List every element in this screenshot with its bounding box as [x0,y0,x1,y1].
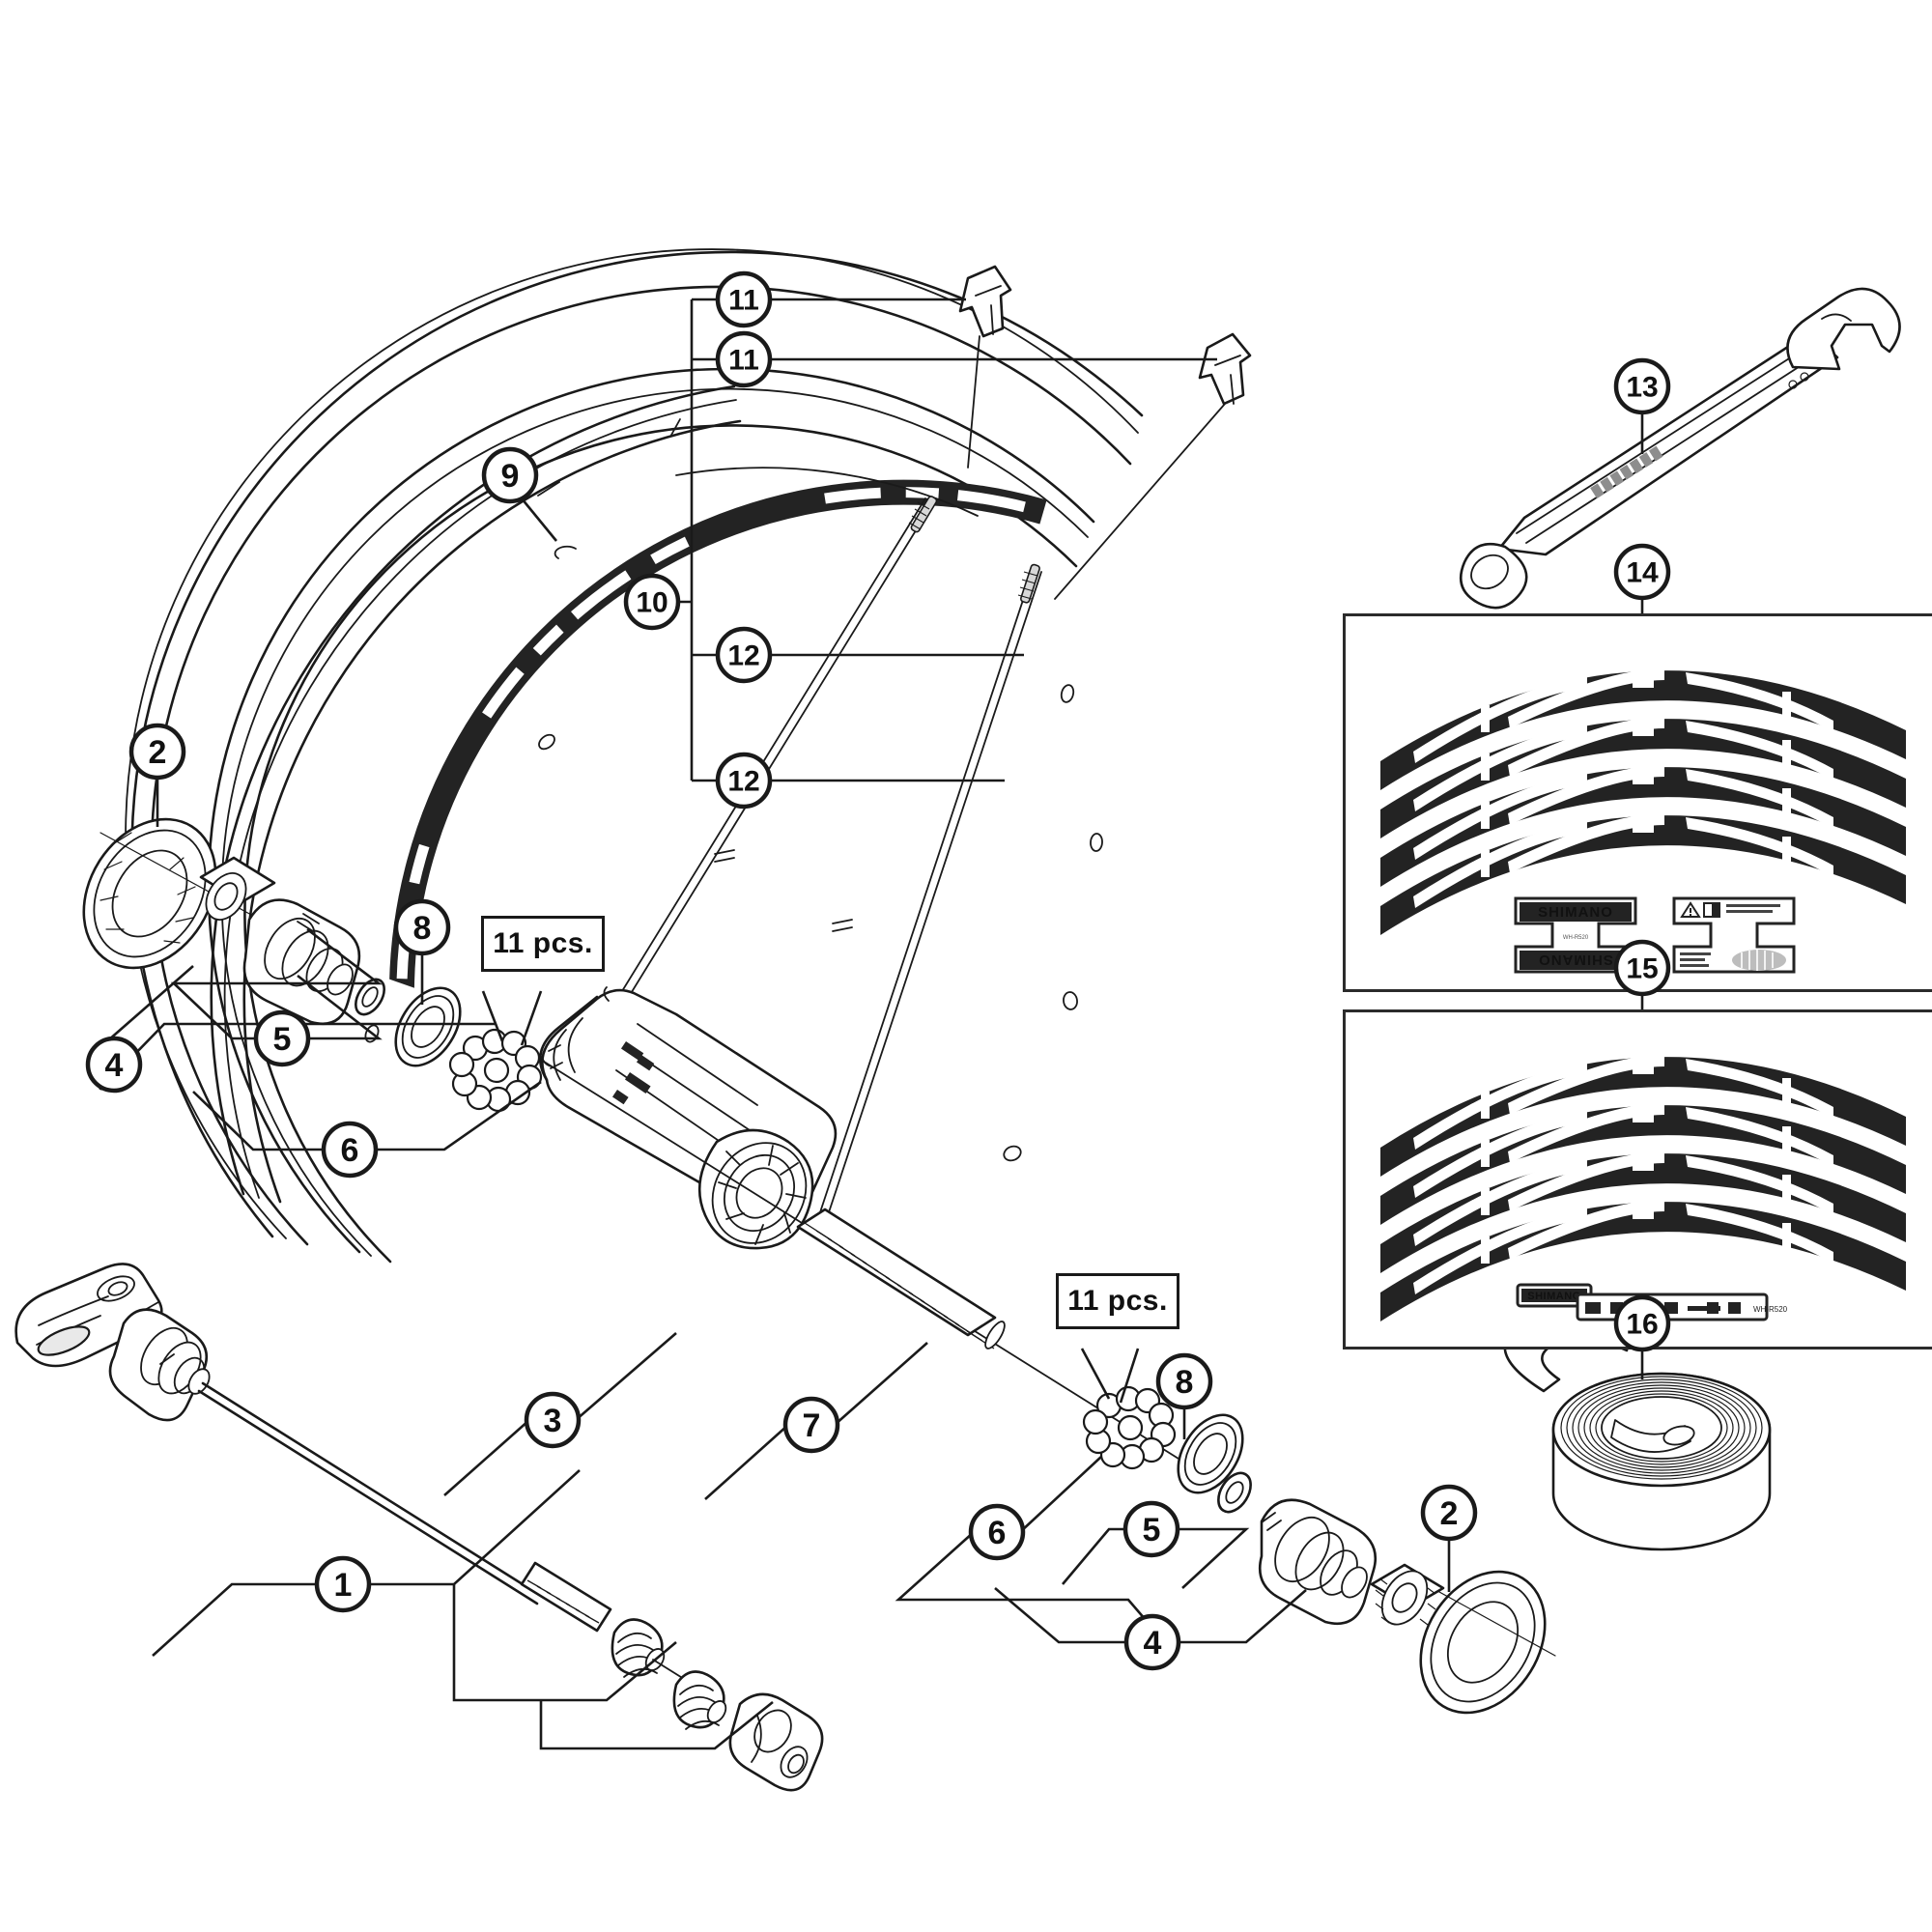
callout-label: 5 [1143,1512,1161,1548]
spoke-nipple-b [1054,332,1252,600]
callout-bubble-12-spoke-b[interactable]: 12 [715,752,773,810]
callout-bubble-5-left-cone[interactable]: 5 [253,1009,311,1067]
callout-bubble-16-rim-tape-roll[interactable]: 16 [1613,1294,1671,1352]
callout-label: 3 [544,1403,562,1439]
callout-label: 4 [105,1047,124,1084]
callout-bubble-6-left-lock-nut[interactable]: 6 [321,1121,379,1179]
callout-bubble-4-right-bearing-set[interactable]: 4 [1123,1613,1181,1671]
callout-bubble-9-rim-outer[interactable]: 9 [481,446,539,504]
right-seal-ring [1177,1413,1244,1494]
warning-h-decal [1672,896,1796,974]
callout-label: 13 [1626,372,1658,404]
hub-shell [539,986,838,1250]
decal-set-a-art: SHIMANO SHIMANO WH-R520 [1380,655,1906,974]
callout-bubble-11-spoke-nipple-b[interactable]: 11 [715,330,773,388]
qr-spring-b [672,1670,727,1730]
callout-label: 10 [636,587,668,619]
callout-bubble-15-decal-set-b[interactable]: 15 [1613,939,1671,997]
decal-set-a-box: SHIMANO SHIMANO WH-R520 [1343,613,1932,992]
callout-label: 12 [727,640,759,672]
decal-set-b-art: SHIMANO WH-R520 [1380,1041,1906,1321]
warning-graphic-hatch [1741,950,1774,971]
callout-bubble-10-rim-assembly[interactable]: 10 [623,573,681,631]
callout-bubble-6-right-lock-nut[interactable]: 6 [968,1503,1026,1561]
warning-triangle-icon [1680,901,1701,918]
callout-label: 7 [803,1407,821,1444]
callout-bubble-2-right-dust-cap[interactable]: 2 [1420,1484,1478,1542]
callout-bubble-14-decal-set-a[interactable]: 14 [1613,543,1671,601]
left-lock-nut [199,856,276,921]
callout-label: 14 [1626,557,1659,589]
callout-bubble-7-axle-thread[interactable]: 7 [782,1396,840,1454]
callout-bubble-2-left-dust-cap[interactable]: 2 [128,723,186,781]
callout-bubble-3-hub-axle[interactable]: 3 [524,1391,582,1449]
callout-label: 5 [273,1021,292,1058]
callout-label: 6 [988,1515,1007,1551]
callout-label: 16 [1626,1309,1658,1341]
callout-bubble-1-quick-release-skewer[interactable]: 1 [314,1555,372,1613]
hub-axle [501,1035,1179,1460]
callout-bubble-8-left-seal-ring[interactable]: 8 [393,898,451,956]
quick-release-skewer [14,1263,824,1792]
spoke-wrench [1460,287,1901,610]
callout-label: 11 [728,345,759,377]
right-lock-nut [1370,1563,1445,1626]
rim-decal-band [388,479,1047,1114]
callout-bubble-5-right-cone[interactable]: 5 [1122,1500,1180,1558]
decal-set-b-box: SHIMANO WH-R520 [1343,1009,1932,1350]
quantity-note-left: 11 pcs. [481,916,605,972]
manual-book-icon [1703,902,1720,918]
callout-label: 1 [334,1567,353,1604]
callout-bubble-12-spoke-a[interactable]: 12 [715,626,773,684]
callout-label: 11 [728,285,759,317]
shimano-h-decal-bottom: SHIMANO [1538,952,1613,968]
left-cone [242,898,361,1026]
callout-label: 2 [1440,1495,1459,1532]
quantity-note-right-text: 11 pcs. [1067,1285,1168,1317]
left-dust-cap [82,817,254,970]
callout-bubble-13-spoke-wrench[interactable]: 13 [1613,357,1671,415]
callout-label: 9 [501,458,520,495]
shimano-h-decal-model: WH-R520 [1563,935,1589,941]
rim-decal-highlights [675,467,979,517]
callout-label: 4 [1144,1625,1162,1662]
callout-label: 12 [727,766,759,798]
right-bearing-set [1082,1385,1177,1470]
shimano-h-decal-top: SHIMANO [1538,904,1613,921]
quantity-note-right: 11 pcs. [1056,1273,1179,1329]
callout-bubble-11-spoke-nipple-a[interactable]: 11 [715,270,773,328]
callout-label: 15 [1626,953,1658,985]
callout-bubble-8-right-seal-ring[interactable]: 8 [1155,1352,1213,1410]
warning-text-lines [1680,904,1780,967]
right-dust-cap [1419,1570,1556,1715]
left-bearing-set [448,1028,543,1113]
left-seal-ring [394,986,462,1067]
callout-bubble-4-left-bearing-set[interactable]: 4 [85,1036,143,1094]
callout-label: 8 [413,910,432,947]
spoke-nipple-a [958,265,1012,469]
callout-label: 8 [1176,1364,1194,1401]
right-spacer-ring [1217,1471,1252,1514]
right-cone [1258,1498,1378,1626]
shimano-bar-decal-model: WH-R520 [1753,1305,1788,1314]
shimano-bar-decal-brand: SHIMANO [1527,1291,1580,1302]
left-spacer-ring [355,978,385,1016]
quantity-note-left-text: 11 pcs. [493,927,593,959]
callout-label: 2 [149,734,167,771]
callout-label: 6 [341,1132,359,1169]
